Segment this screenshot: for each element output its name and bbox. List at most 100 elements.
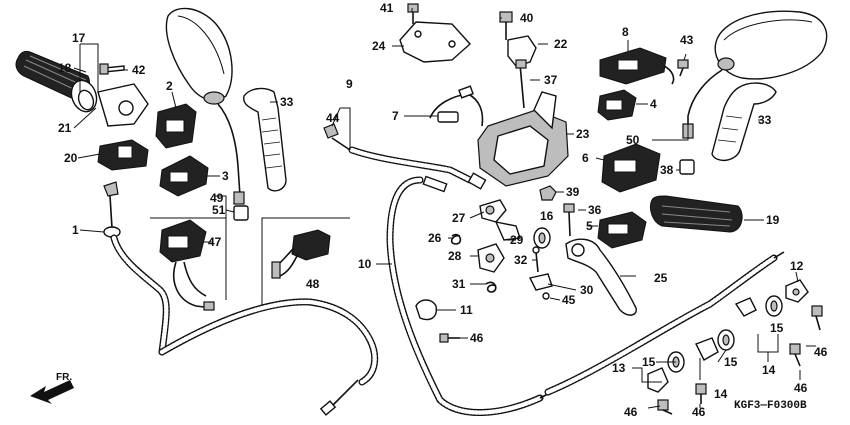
screw-42	[99, 63, 125, 75]
callout-41: 41	[380, 1, 394, 15]
switch-6	[601, 143, 661, 193]
callout-20: 20	[64, 151, 78, 165]
right-grip	[649, 195, 743, 233]
callout-4: 4	[650, 97, 657, 111]
callout-2: 2	[166, 79, 173, 93]
screw-40	[499, 11, 513, 40]
screw-36	[563, 203, 575, 237]
callout-5: 5	[586, 219, 593, 233]
callout-16: 16	[540, 209, 554, 223]
right-mirror	[682, 10, 828, 139]
callout-1: 1	[72, 223, 79, 237]
callout-49: 49	[210, 191, 224, 205]
collar-16	[533, 227, 551, 249]
lever-bracket	[479, 199, 521, 241]
callout-12: 12	[790, 259, 804, 273]
holder-28	[477, 243, 505, 273]
callout-32: 32	[514, 253, 528, 267]
brake-cable-right	[544, 251, 785, 396]
bolt-46-right	[789, 305, 823, 367]
callout-42: 42	[132, 63, 146, 77]
callout-31: 31	[452, 277, 466, 291]
callout-18: 18	[58, 61, 72, 75]
callout-15-right: 15	[770, 321, 784, 335]
callout-45: 45	[562, 293, 576, 307]
front-direction-label: FR.	[56, 372, 72, 383]
switch-5	[597, 211, 647, 249]
diagram-code: KGF3—F0300B	[734, 400, 807, 412]
callout-39: 39	[566, 185, 580, 199]
screw-37	[515, 59, 527, 109]
nut-51	[233, 205, 249, 221]
switch-3	[159, 155, 209, 197]
callout-25: 25	[654, 271, 668, 285]
spring-31	[485, 281, 497, 293]
nut-39	[539, 185, 557, 201]
callout-15-left: 15	[642, 355, 656, 369]
callout-33-left: 33	[280, 95, 294, 109]
left-grip	[15, 50, 98, 113]
callout-15-center: 15	[724, 355, 738, 369]
switch-housing	[477, 91, 569, 187]
callout-14-right: 14	[762, 363, 776, 377]
callout-46-right-lower: 46	[794, 381, 808, 395]
bracket-22	[507, 35, 537, 67]
callout-27: 27	[452, 211, 466, 225]
callout-28: 28	[448, 249, 462, 263]
callout-30: 30	[580, 283, 594, 297]
cable-clamp-11	[415, 299, 437, 321]
callout-3: 3	[222, 169, 229, 183]
throttle-pipe	[97, 83, 149, 127]
callout-43: 43	[680, 33, 694, 47]
callout-6: 6	[582, 151, 589, 165]
screw-43	[677, 59, 689, 77]
callout-50: 50	[626, 133, 640, 147]
callout-7: 7	[392, 109, 399, 123]
callout-46-bottom-left: 46	[624, 405, 638, 419]
nut-38	[679, 159, 695, 175]
callout-51: 51	[212, 203, 226, 217]
throttle-cable-9	[323, 123, 487, 190]
leader-lines	[73, 8, 816, 409]
callout-17: 17	[72, 31, 86, 45]
callout-23: 23	[576, 127, 590, 141]
callout-9: 9	[346, 77, 353, 91]
callout-8: 8	[622, 25, 629, 39]
callout-11: 11	[460, 303, 473, 317]
callout-14-center: 14	[714, 387, 728, 401]
left-mirror-cover	[243, 87, 287, 192]
callout-24: 24	[372, 39, 386, 53]
callout-10: 10	[358, 257, 372, 271]
switch-2	[155, 103, 197, 149]
callout-36: 36	[588, 203, 602, 217]
callout-46-right: 46	[814, 345, 828, 359]
callout-37: 37	[544, 73, 558, 87]
spring-26	[450, 233, 462, 245]
callout-44: 44	[326, 111, 340, 125]
callout-40: 40	[520, 11, 534, 25]
left-mirror	[165, 7, 245, 205]
left-switch-harness	[159, 219, 215, 311]
stop-switch-7	[429, 85, 484, 127]
bolt-46-bottom	[439, 333, 707, 415]
switch-housing-lower	[97, 139, 149, 171]
front-brake-cable	[386, 175, 561, 417]
callout-47: 47	[208, 235, 222, 249]
callout-13: 13	[612, 361, 626, 375]
cover-plate	[399, 21, 471, 63]
brake-lever	[565, 238, 637, 316]
switch-unit-8	[599, 47, 675, 85]
connector-48	[261, 217, 350, 308]
cable-holder-12	[785, 279, 809, 303]
cable-guides	[647, 295, 783, 393]
callout-48: 48	[306, 277, 320, 291]
callout-22: 22	[554, 37, 568, 51]
pivot-30	[528, 273, 553, 300]
screw-41	[407, 3, 419, 24]
front-direction-arrow: FR.	[30, 372, 74, 404]
callout-29: 29	[510, 233, 524, 247]
switch-4	[597, 89, 637, 121]
callout-33-right: 33	[758, 113, 772, 127]
callout-46-center: 46	[470, 331, 484, 345]
callout-38: 38	[660, 163, 674, 177]
